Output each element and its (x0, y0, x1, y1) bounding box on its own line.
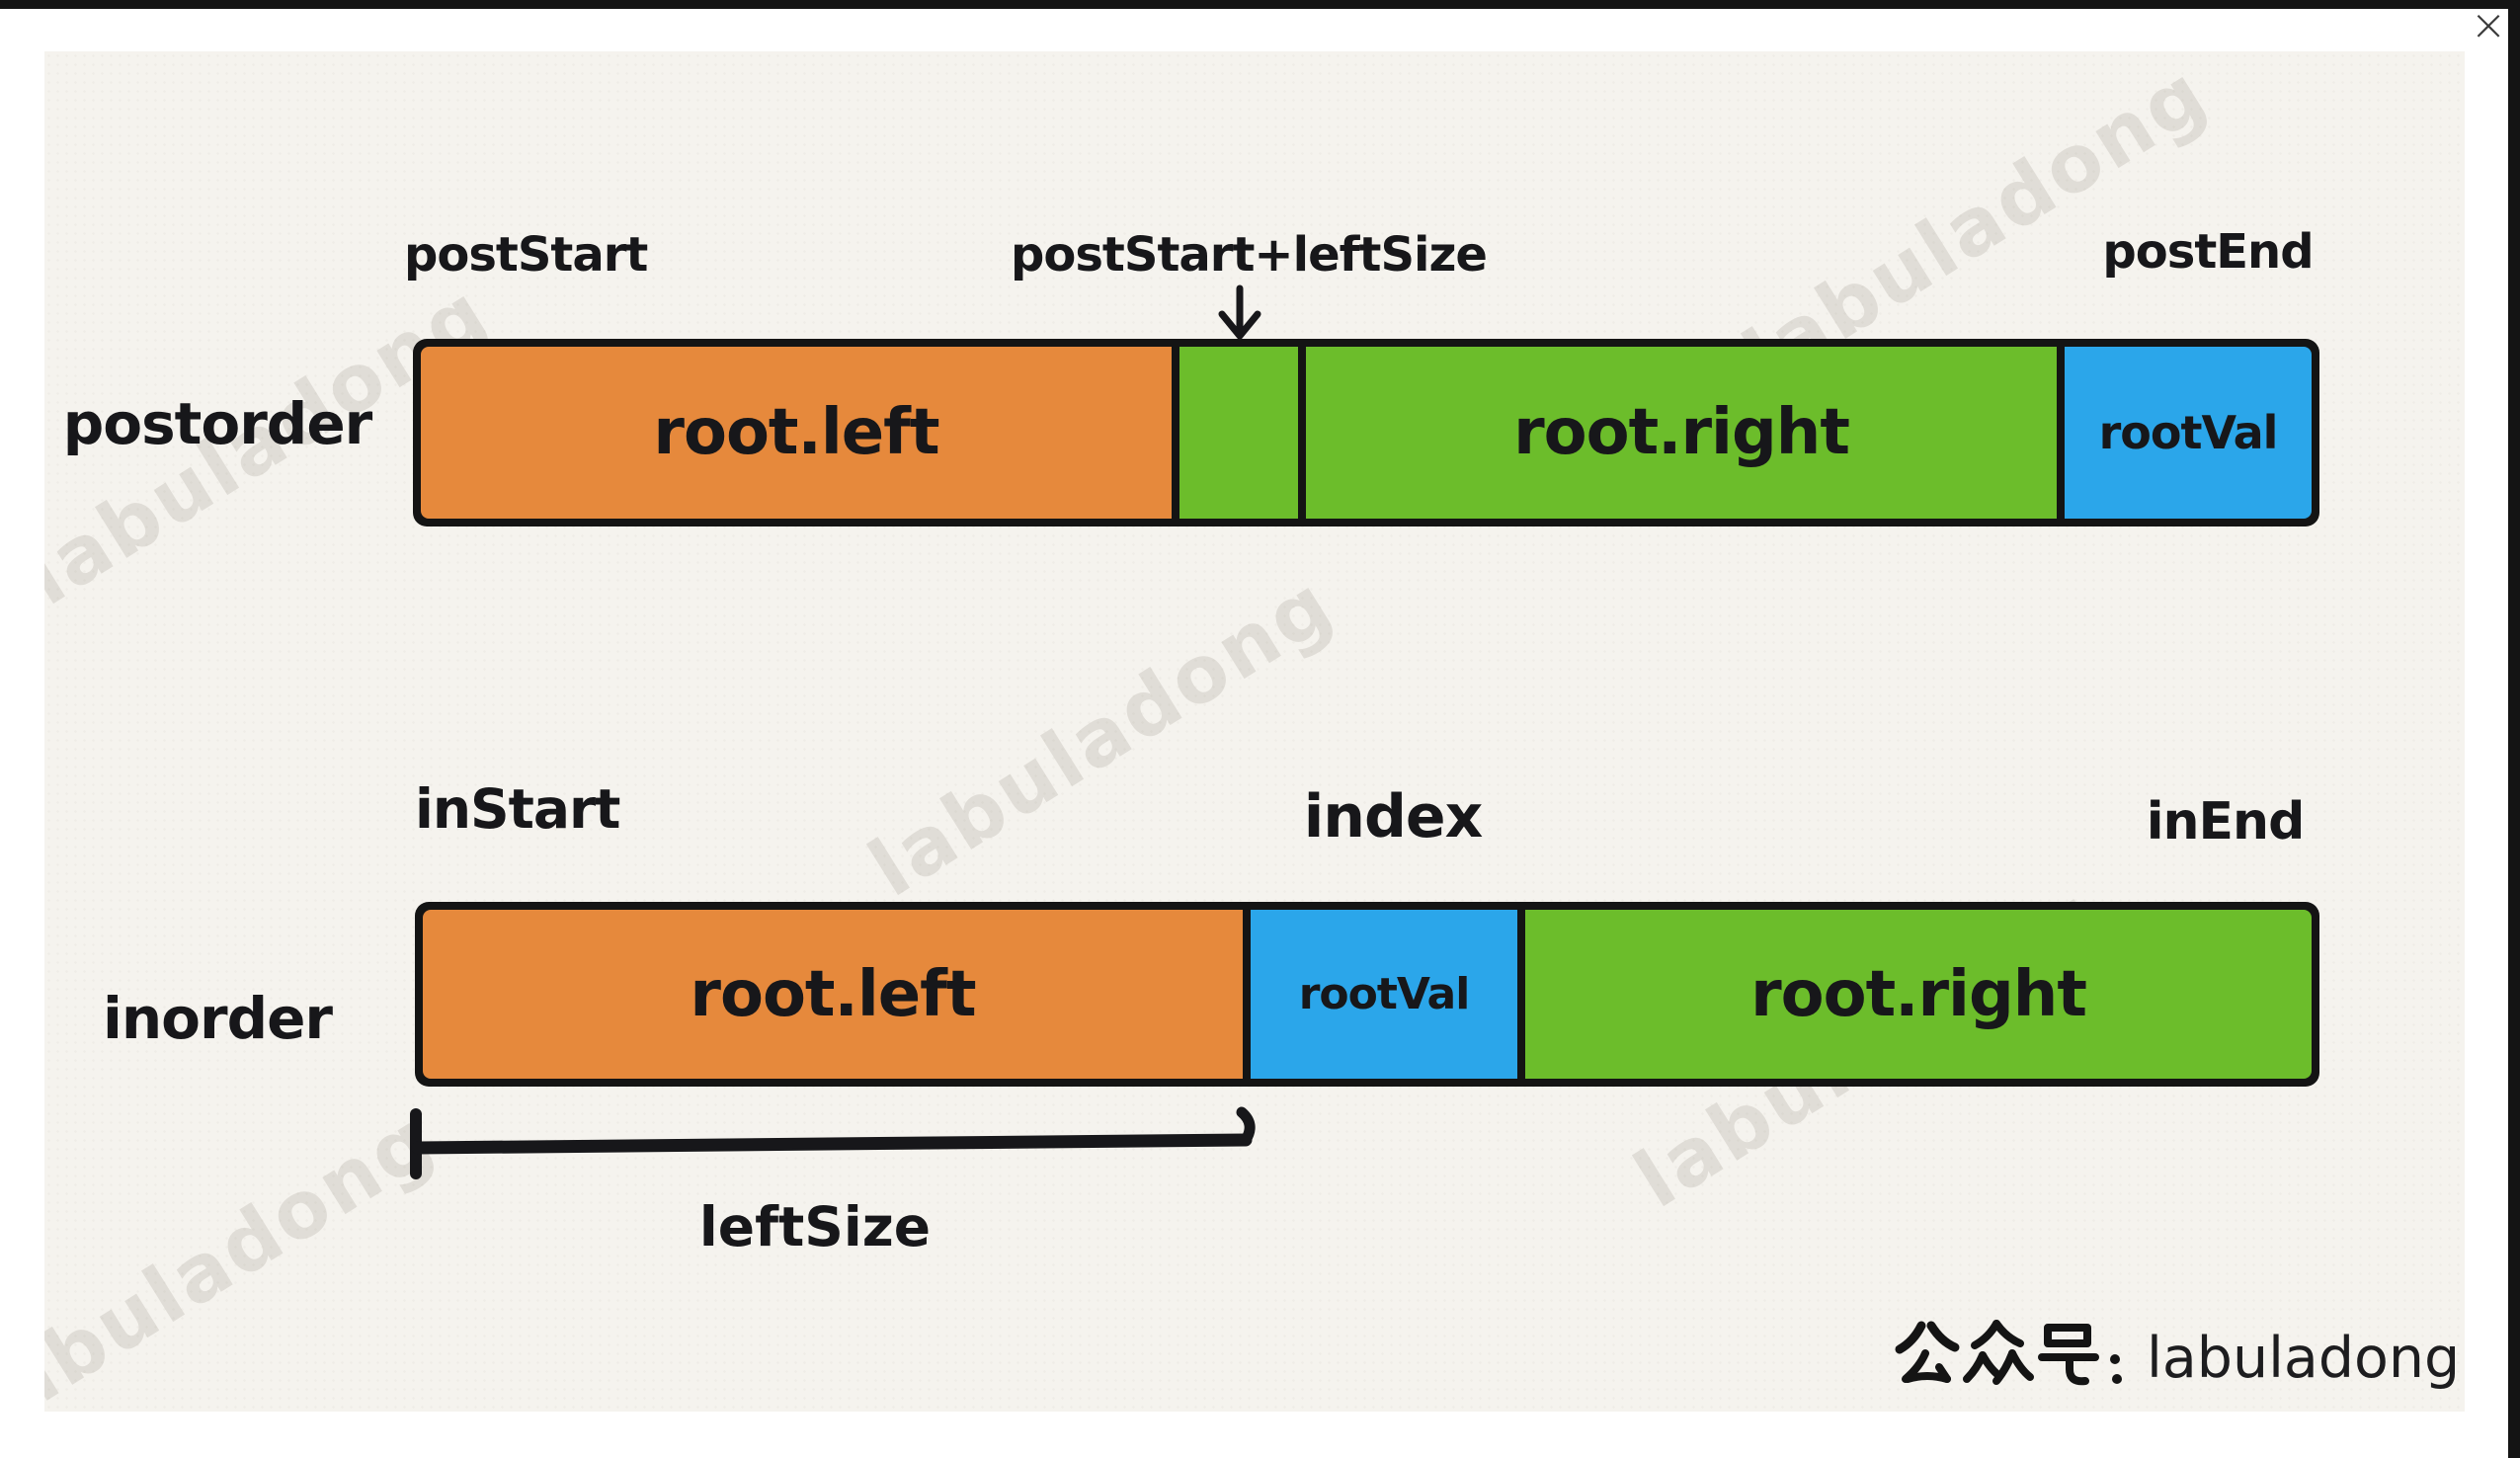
row-label-postorder: postorder (62, 390, 373, 457)
leftsize-bracket (410, 1106, 1256, 1179)
inorder-array-bar: root.left rootVal root.right (415, 902, 2319, 1087)
brand-name: labuladong (2147, 1326, 2461, 1391)
official-account-seal-text: 公众号 (44, 51, 45, 52)
pointer-label-index: index (1303, 782, 1484, 851)
measure-label-leftsize: leftSize (698, 1195, 932, 1258)
watermark: labuladong (854, 557, 1349, 915)
watermark: labuladong (44, 1093, 450, 1412)
postorder-array-bar: root.left root.right rootVal (413, 339, 2319, 526)
inorder-segment-rootval: rootVal (1251, 910, 1517, 1079)
postorder-segment-root-left: root.left (421, 347, 1172, 519)
pointer-label-poststart: postStart (404, 227, 648, 283)
row-label-inorder: inorder (102, 985, 333, 1052)
inorder-segment-root-right: root.right (1525, 910, 2312, 1079)
postorder-segment-root-right: root.right (1306, 347, 2057, 519)
pointer-label-instart: inStart (415, 777, 620, 841)
postorder-segment-right-subtree-start (1179, 347, 1298, 519)
pointer-label-inend: inEnd (2146, 792, 2306, 851)
official-account-seal-icon (1895, 1320, 2122, 1386)
window-top-edge (0, 0, 2520, 9)
pointer-label-postend: postEnd (2102, 224, 2314, 280)
pointer-label-poststart-plus-leftsize: postStart+leftSize (1011, 227, 1488, 283)
close-icon[interactable]: × (2465, 2, 2512, 49)
inorder-segment-root-left: root.left (423, 910, 1243, 1079)
down-arrow-icon (1218, 284, 1261, 340)
window-right-edge (2508, 0, 2520, 1458)
diagram-canvas: labuladong labuladong labuladong labulad… (44, 51, 2465, 1412)
postorder-segment-rootval: rootVal (2065, 347, 2312, 519)
